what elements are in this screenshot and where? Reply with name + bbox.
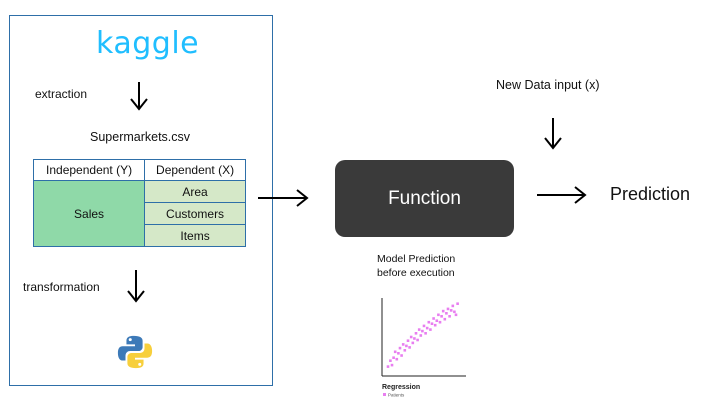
scatter-point [454,313,458,317]
dependent-items-cell: Items [144,224,246,247]
scatter-point [422,324,426,328]
legend-swatch [383,393,386,396]
scatter-point [413,337,416,340]
python-logo-icon [117,335,153,369]
scatter-point [448,315,451,318]
scatter-point [440,315,443,318]
scatter-point [398,346,402,350]
scatter-point [406,339,410,342]
scatter-point [432,317,435,320]
scatter-point [401,343,405,346]
scatter-point [409,335,413,339]
dependent-header: Dependent (X) [144,159,246,181]
scatter-point [449,309,453,312]
scatter-point [417,328,421,331]
model-prediction-line-2: before execution [377,267,455,279]
scatter-point [403,349,407,352]
scatter-point [438,320,442,324]
scatter-point [451,304,455,308]
scatter-point [433,323,437,327]
scatter-point [395,357,399,361]
scatter-point [414,332,418,335]
scatter-point [389,359,392,362]
scatter-point [456,302,459,305]
csv-filename-label: Supermarkets.csv [90,130,191,144]
scatter-point [405,344,408,348]
variables-table: Independent (Y) Dependent (X) Sales Area… [32,159,246,247]
extraction-label: extraction [35,87,88,101]
scatter-point [408,346,411,349]
prediction-label: Prediction [610,184,691,204]
chart-title: Regression [382,384,420,391]
scatter-point [419,334,423,337]
scatter-point [421,329,424,333]
scatter-point [437,313,440,317]
scatter-point [443,317,447,321]
transformation-label: transformation [23,280,100,294]
scatter-point [425,326,429,330]
scatter-point [424,332,427,335]
scatter-point [400,354,403,357]
new-data-arrow [544,118,562,150]
to-prediction-arrow [537,186,587,204]
scatter-point [429,328,432,331]
independent-sales-cell: Sales [32,180,146,247]
dependent-area-cell: Area [144,180,246,203]
kaggle-logo: kaggle [96,26,200,61]
model-prediction-line-1: Model Prediction [377,253,456,265]
scatter-point [435,319,439,322]
scatter-points [386,302,459,368]
scatter-point [441,309,445,313]
scatter-point [427,320,431,324]
scatter-point [430,322,434,325]
scatter-point [411,341,415,345]
scatter-point [446,307,450,311]
scatter-point [386,365,390,368]
scatter-point [416,338,419,342]
legend-label: Patients [388,393,405,398]
scatter-point [390,363,394,367]
scatter-point [393,350,397,354]
new-data-input-label: New Data input (x) [496,78,600,92]
scatter-point [453,310,456,314]
dependent-customers-cell: Customers [144,202,246,225]
function-box: Function [335,160,514,237]
scatter-point [397,352,400,355]
data-source-panel [9,15,273,386]
scatter-point [392,356,395,359]
scatter-point [445,312,448,315]
independent-header: Independent (Y) [32,159,146,181]
regression-scatter-chart: Regression Patients [381,298,466,398]
model-prediction-label: Model Prediction before execution [377,252,455,280]
